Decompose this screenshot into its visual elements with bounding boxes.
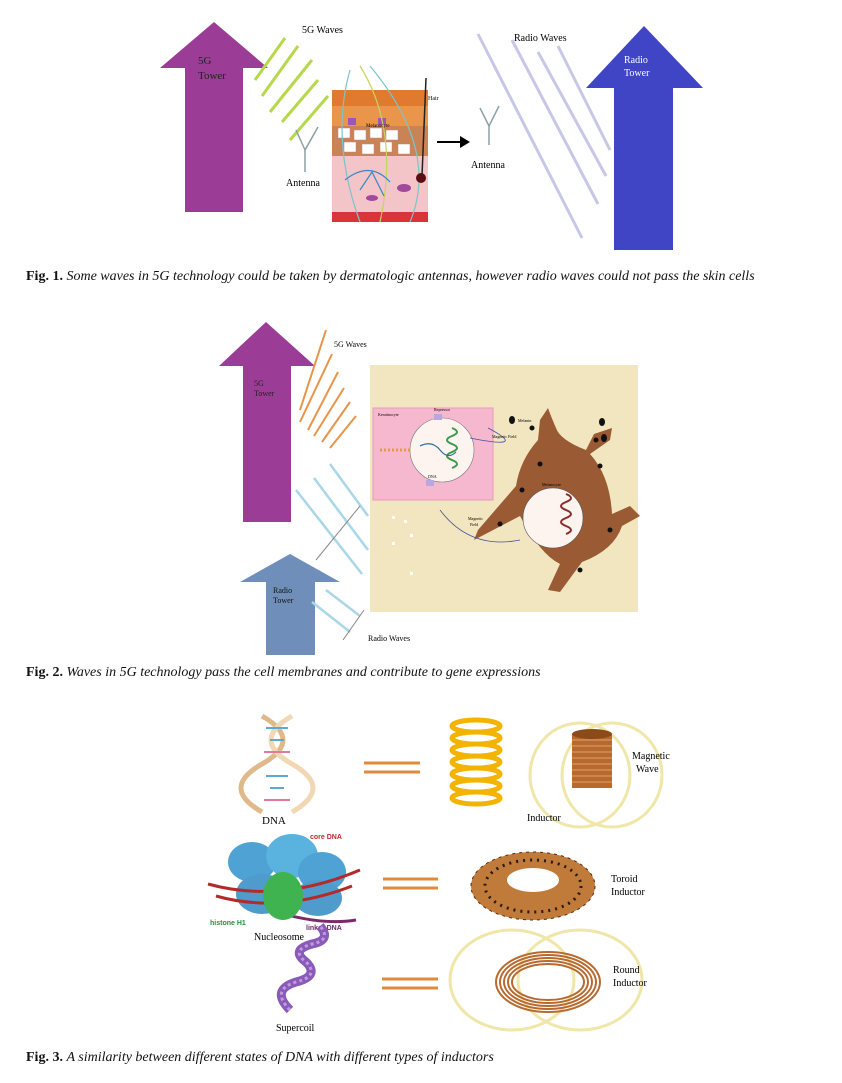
- round-inductor-icon: [495, 951, 601, 1013]
- nucleosome-label: Nucleosome: [254, 932, 305, 943]
- repressor-label: Repressor: [434, 407, 451, 412]
- right-arrow-icon: [437, 136, 470, 148]
- radio-waves-label-2: Radio Waves: [368, 634, 410, 643]
- melanocyte-label-2: Melanocyte: [542, 482, 561, 487]
- core-dna-label: core DNA: [310, 834, 342, 841]
- toroid-inductor-icon: [470, 851, 596, 921]
- supercoil-label: Supercoil: [276, 1023, 315, 1034]
- waves-5g: [253, 37, 330, 141]
- dna-helix-icon: [238, 713, 316, 815]
- melanocyte-label: Melanocyte: [366, 124, 390, 129]
- svg-text:Wave: Wave: [636, 764, 659, 775]
- magnetic-field-label: Magnetic Field: [492, 434, 516, 439]
- figure-3-caption-text: A similarity between different states of…: [66, 1050, 494, 1065]
- figure-1-caption: Fig. 1. Some waves in 5G technology coul…: [26, 268, 755, 286]
- figure-3-number: Fig. 3.: [26, 1050, 63, 1065]
- antenna-right-label: Antenna: [471, 160, 505, 171]
- figure-2-number: Fig. 2.: [26, 665, 63, 680]
- keratinocyte-label: Keratinocyte: [378, 412, 399, 417]
- radio-tower-label-2: Radio: [273, 586, 292, 595]
- figure-2-caption: Fig. 2. Waves in 5G technology pass the …: [26, 664, 541, 682]
- waves-5g-2: [299, 329, 357, 449]
- toroid-label: Toroid: [611, 874, 638, 885]
- antenna-left-icon: [295, 126, 319, 172]
- svg-text:Tower: Tower: [273, 596, 294, 605]
- tower-5g-label-2: 5G: [254, 379, 264, 388]
- svg-text:Inductor: Inductor: [611, 887, 646, 898]
- round-label: Round: [613, 965, 640, 976]
- radio-tower-label: Radio: [624, 55, 648, 66]
- figure-1-illustration: 5G Tower 5G Waves Antenna: [160, 22, 703, 250]
- svg-text:Tower: Tower: [624, 68, 650, 79]
- nucleosome-icon: [207, 834, 361, 924]
- radio-waves-label: Radio Waves: [514, 33, 567, 44]
- equals-sign-2: [383, 877, 438, 890]
- magnetic-field-rings: [528, 721, 664, 829]
- skin-section: Hair Melanocyte: [332, 65, 439, 223]
- figure-3-illustration: DNA Inductor Magnetic Wave: [207, 713, 670, 1034]
- radio-tower-arrow: [586, 26, 703, 250]
- equals-sign-3: [382, 977, 438, 990]
- svg-text:Field: Field: [470, 522, 478, 527]
- dna-label: DNA: [428, 474, 437, 479]
- radio-waves: [476, 33, 612, 239]
- antenna-left-label: Antenna: [286, 178, 320, 189]
- figure-1: 5G Tower 5G Waves Antenna: [0, 0, 842, 290]
- figure-2-caption-text: Waves in 5G technology pass the cell mem…: [66, 665, 541, 680]
- figure-3-caption: Fig. 3. A similarity between different s…: [26, 1049, 494, 1067]
- equals-sign-1: [364, 761, 420, 774]
- svg-text:Tower: Tower: [198, 70, 226, 82]
- figure-1-number: Fig. 1.: [26, 269, 63, 284]
- radio-tower-arrow-2: [240, 554, 340, 655]
- spring-coil-icon: [449, 717, 503, 807]
- figure-2: 5G Tower 5G Waves Radio Tower Radio Wave…: [0, 310, 842, 690]
- svg-text:Tower: Tower: [254, 389, 275, 398]
- figure-3: DNA Inductor Magnetic Wave: [0, 700, 842, 1083]
- tower-5g-arrow-2: [219, 322, 315, 522]
- inductor-label: Inductor: [527, 813, 562, 824]
- figure-2-illustration: 5G Tower 5G Waves Radio Tower Radio Wave…: [219, 322, 640, 655]
- svg-text:Inductor: Inductor: [613, 978, 648, 989]
- round-inductor-rings: [448, 928, 644, 1032]
- waves-5g-label-2: 5G Waves: [334, 340, 367, 349]
- inductor-coil-icon: [572, 729, 612, 788]
- supercoil-icon: [276, 923, 329, 1014]
- melanin-label: Melanin: [518, 418, 531, 423]
- radio-waves-2: [295, 463, 370, 633]
- antenna-right-icon: [479, 105, 500, 145]
- waves-5g-label: 5G Waves: [302, 25, 343, 36]
- hair-label: Hair: [428, 96, 439, 102]
- tower-5g-arrow: [160, 22, 268, 212]
- tower-5g-label: 5G: [198, 55, 212, 67]
- magnetic-wave-label: Magnetic: [632, 751, 670, 762]
- histone-label: histone H1: [210, 920, 246, 927]
- figure-1-caption-text: Some waves in 5G technology could be tak…: [66, 269, 755, 284]
- magnetic-field-label-2: Magnetic: [468, 516, 483, 521]
- dna-label-3: DNA: [262, 815, 286, 827]
